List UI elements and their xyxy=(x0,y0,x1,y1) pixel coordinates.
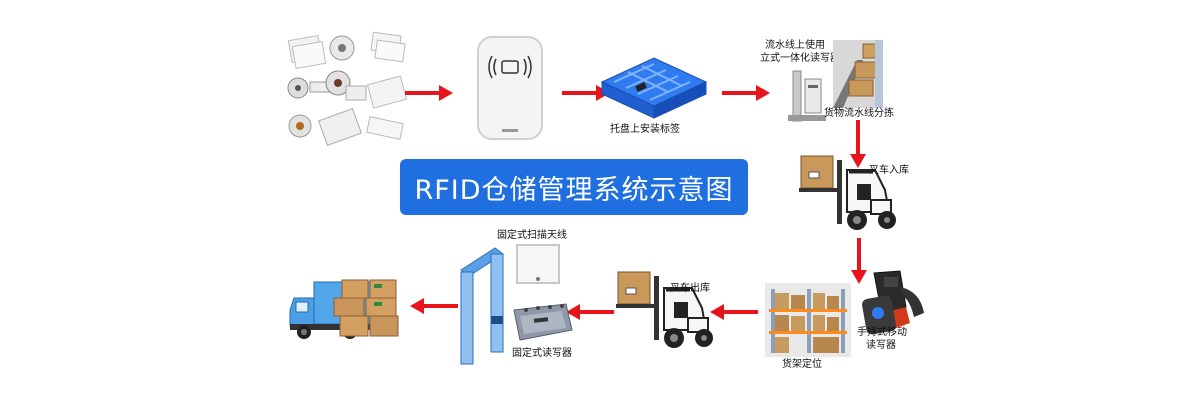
arrow-sorting-to-forklift-in xyxy=(850,120,866,168)
line-reader-image xyxy=(788,70,826,122)
line-reader-label-2: 立式一体化读写器 xyxy=(760,53,840,64)
fixed-antenna-image xyxy=(516,244,560,284)
forklift-in-image xyxy=(799,155,896,230)
line-reader-label-1: 流水线上使用 xyxy=(765,40,825,51)
pallet-label: 托盘上安装标签 xyxy=(610,124,680,135)
handheld-reader-image xyxy=(862,270,924,335)
sorting-label: 货物流水线分拣 xyxy=(824,108,894,119)
fixed-reader-label: 固定式读写器 xyxy=(512,348,572,359)
pallet-image xyxy=(600,57,708,119)
arrow-gate-to-truck xyxy=(410,298,458,314)
arrow-tags-to-reader xyxy=(405,85,453,101)
forklift-out-label: 叉车出库 xyxy=(670,283,710,294)
arrow-forklift-out-to-gate xyxy=(566,304,614,320)
truck-image xyxy=(289,279,399,339)
desktop-reader-image xyxy=(477,36,543,140)
diagram-title: RFID仓储管理系统示意图 xyxy=(400,159,748,215)
antenna-gate-image xyxy=(460,247,504,365)
shelf-image xyxy=(765,283,851,357)
arrow-shelf-to-forklift-out xyxy=(710,304,758,320)
shelf-label: 货架定位 xyxy=(782,359,822,370)
conveyor-sorting-image xyxy=(833,40,883,108)
forklift-in-label: 叉车入库 xyxy=(869,165,909,176)
rfid-tags-image xyxy=(287,31,408,147)
arrow-forklift-in-to-handheld xyxy=(851,238,867,284)
antenna-label: 固定式扫描天线 xyxy=(497,230,567,241)
arrow-pallet-to-line-reader xyxy=(722,85,770,101)
handheld-label-1: 手持式移动 xyxy=(857,327,907,338)
handheld-label-2: 读写器 xyxy=(866,340,896,351)
forklift-out-image xyxy=(616,271,713,348)
fixed-reader-image xyxy=(513,303,573,341)
